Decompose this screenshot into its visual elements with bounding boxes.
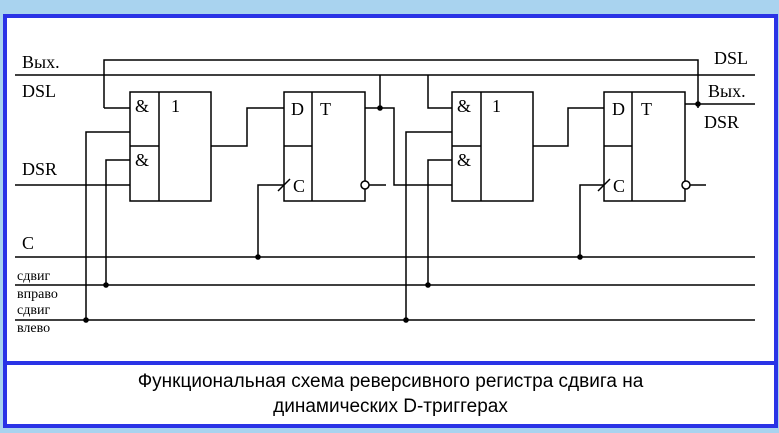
shift-left-label-2: влево [17,321,50,336]
caption-line-2: динамических D-триггерах [273,396,508,417]
schematic-frame [3,14,778,365]
gate1-and-top: & [135,96,149,116]
gate1-and-bottom: & [135,150,149,170]
left-out-label: Вых. [22,52,60,72]
trigger1-c: C [293,176,305,196]
shift-right-label-1: сдвиг [17,269,50,284]
right-out-label: Вых. [708,81,746,101]
trigger1-t: T [320,99,331,119]
shift-right-label-2: вправо [17,287,58,302]
left-c-label: C [22,233,34,253]
figure-caption: Функциональная схема реверсивного регист… [7,369,774,419]
left-dsr-label: DSR [22,159,57,179]
trigger2-d: D [612,99,625,119]
shift-left-label-1: сдвиг [17,303,50,318]
trigger1-d: D [291,99,304,119]
trigger2-t: T [641,99,652,119]
gate2-and-bottom: & [457,150,471,170]
caption-line-1: Функциональная схема реверсивного регист… [137,371,644,392]
gate1-or: 1 [171,96,180,116]
gate2-and-top: & [457,96,471,116]
right-dsr-label: DSR [704,112,739,132]
left-dsl-label: DSL [22,81,56,101]
caption-frame: Функциональная схема реверсивного регист… [3,361,778,428]
gate2-or: 1 [492,96,501,116]
trigger2-c: C [613,176,625,196]
right-dsl-label: DSL [714,48,748,68]
